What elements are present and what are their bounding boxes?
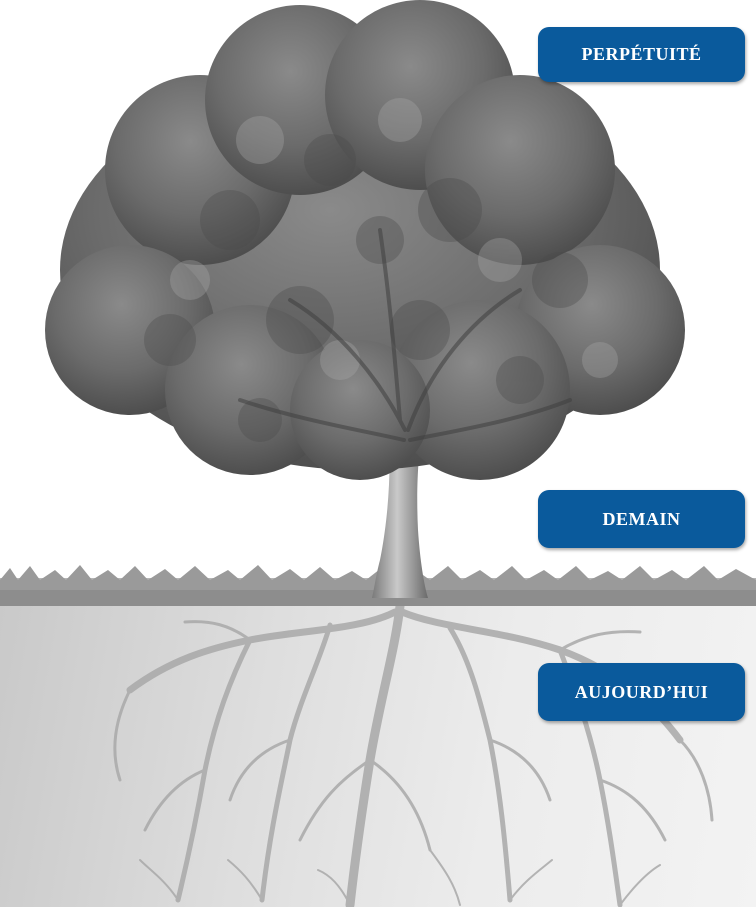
roots-graphic (115, 606, 712, 905)
label-perpetuite: PERPÉTUITÉ (538, 27, 745, 82)
label-aujourdhui: AUJOURD’HUI (538, 663, 745, 721)
label-demain: DEMAIN (538, 490, 745, 548)
